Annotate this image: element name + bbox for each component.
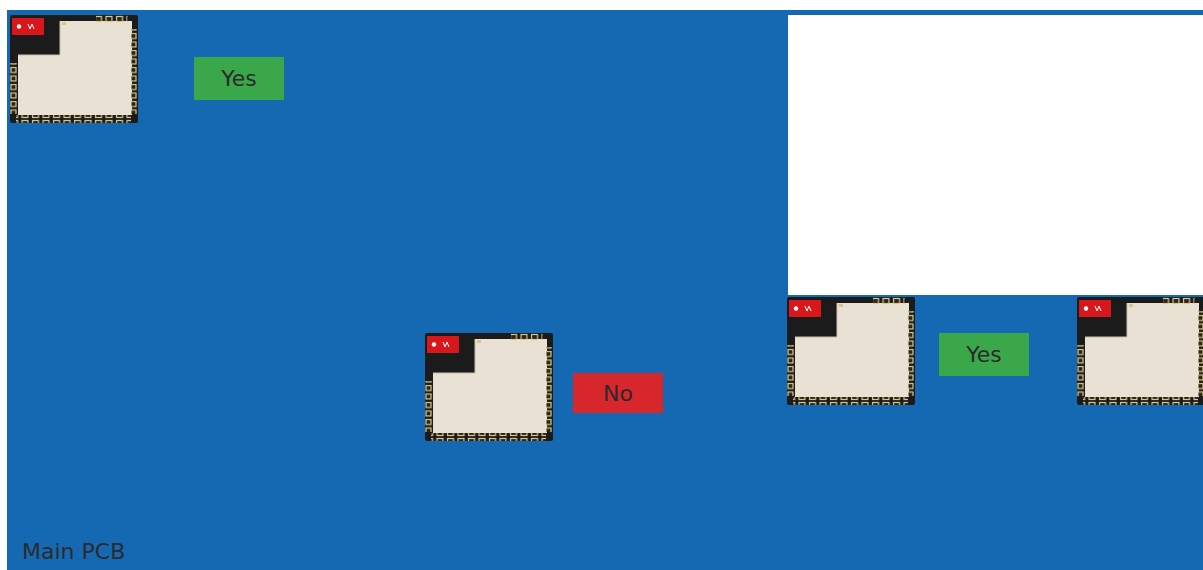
tag-text: No <box>603 381 633 406</box>
yes-tag: Yes <box>939 333 1029 376</box>
board-label: Main PCB <box>22 539 125 564</box>
yes-tag: Yes <box>194 57 284 100</box>
tag-text: Yes <box>966 342 1002 367</box>
no-tag: No <box>573 373 663 413</box>
tag-text: Yes <box>221 66 257 91</box>
